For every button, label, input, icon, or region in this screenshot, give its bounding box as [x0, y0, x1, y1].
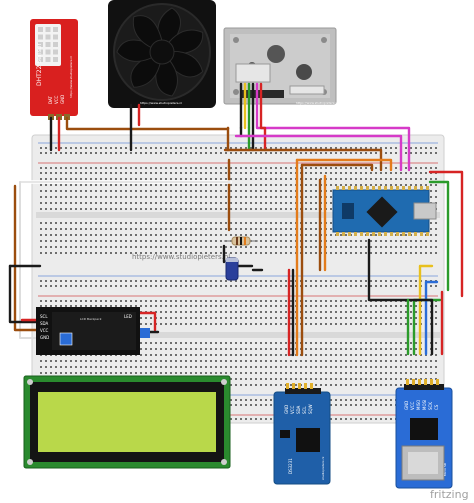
watermark: https://www.studiopieters.nl — [132, 253, 230, 261]
dht22-pin-vcc: VCC — [54, 95, 59, 104]
dht22-sensor: DHT22 Sensor https://www.studiopieters.n… — [30, 19, 78, 120]
rtc-pin-scl: SCL — [302, 406, 307, 414]
sd-pin-vcc: VCC — [410, 401, 415, 410]
dht22-label: DHT22 Sensor — [36, 43, 43, 86]
fan-url: https://www.studiopieters.nl — [140, 101, 182, 105]
sd-pin-gnd: GND — [404, 401, 409, 410]
lcd-pin-gnd: GND — [40, 335, 49, 340]
sd-label: Micro SD — [443, 462, 447, 476]
fan: https://www.studiopieters.nl — [108, 0, 216, 108]
module-pin-headers — [286, 379, 439, 389]
sd-pin-mosi: MOSI — [422, 400, 427, 410]
rtc-brand: studiopieters.nl — [321, 457, 325, 480]
breadboard-holes — [40, 147, 437, 420]
lcd-display — [23, 375, 231, 469]
dht22-vent-grid — [38, 27, 58, 62]
lcd-pin-scl: SCL — [40, 314, 48, 319]
sd-pin-sck: SCK — [428, 402, 433, 410]
dust-url: https://www.studiopieters.nl — [296, 101, 338, 105]
dht22-pin-gnd: GND — [60, 95, 65, 104]
rtc-pin-gnd: GND — [284, 405, 289, 414]
rtc-pin-sda: SDA — [296, 405, 301, 414]
resistor — [224, 236, 258, 246]
dht22-pin-dat: DAT — [48, 96, 53, 104]
lcd-pin-sda: SDA — [40, 321, 49, 326]
rtc-ds3231: GND VCC SDA SCL SQW DS3231 studiopieters… — [273, 388, 331, 485]
arduino-nano — [332, 186, 437, 236]
capacitor — [225, 257, 239, 281]
lcd-i2c-backpack: SCL SDA VCC GND LED LCD Backpack — [36, 307, 150, 355]
micro-sd-module: GND VCC MISO MOSI SCK CS Micro SD — [395, 384, 453, 489]
fritzing-brand: fritzing — [430, 488, 469, 501]
nano-pin-headers — [336, 186, 429, 236]
sd-pin-cs: CS — [434, 404, 439, 410]
lcd-board-text: LCD Backpack — [80, 317, 102, 321]
dht22-url: https://www.studiopieters.nl — [69, 56, 73, 98]
dust-sensor: https://www.studiopieters.nl — [223, 27, 338, 105]
rtc-name: DS3231 — [288, 458, 293, 474]
wires — [8, 82, 464, 357]
rtc-pin-sqw: SQW — [308, 404, 313, 414]
rtc-pin-vcc: VCC — [290, 405, 295, 414]
sd-pin-miso: MISO — [416, 400, 421, 410]
lcd-pin-vcc: VCC — [40, 328, 49, 333]
lcd-led-label: LED — [124, 314, 132, 319]
